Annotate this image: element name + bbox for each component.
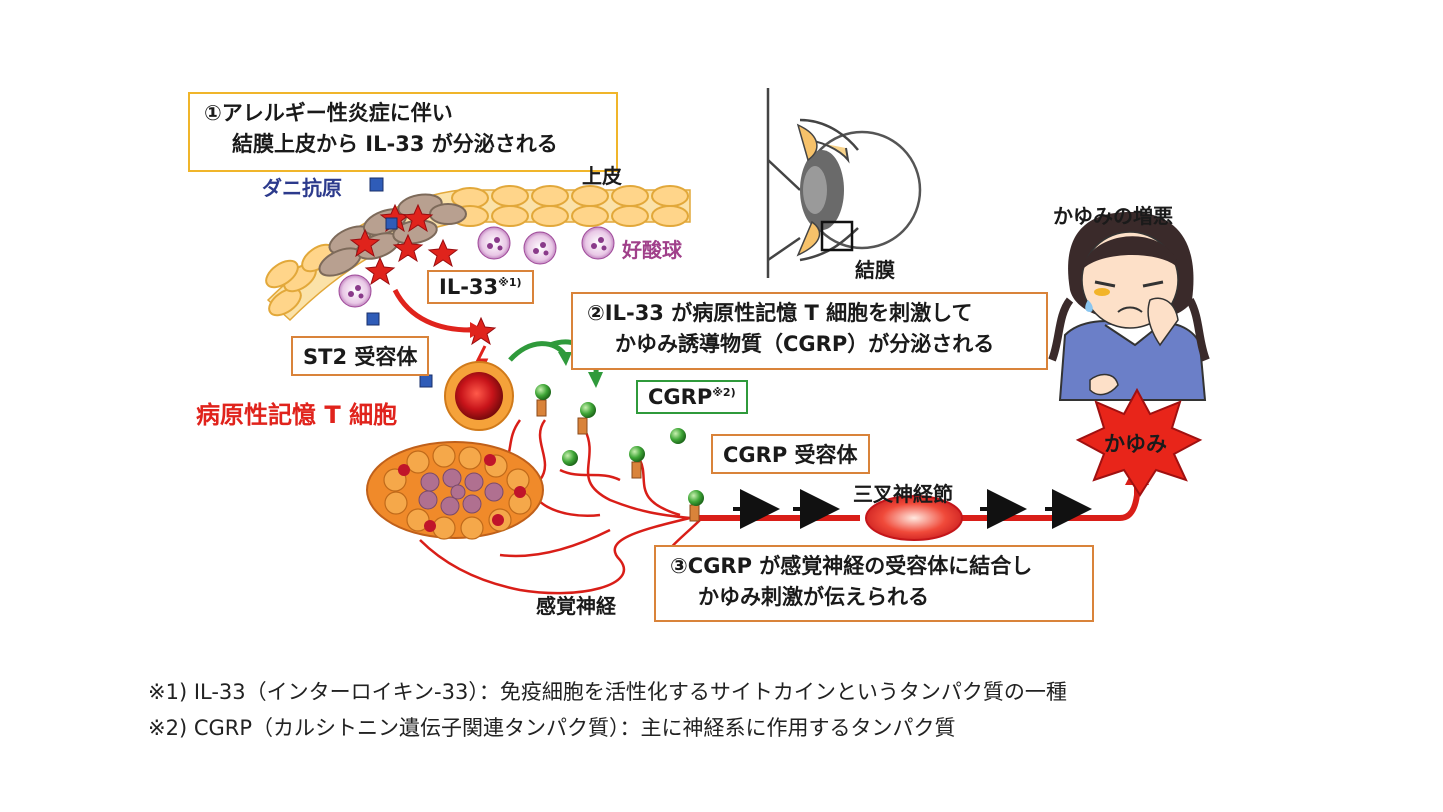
trigeminal-label: 三叉神経節 [853, 482, 953, 506]
il33-tag: IL-33※1) [427, 270, 534, 304]
st2-receptor-label: ST2 受容体 [303, 345, 418, 369]
t-cell-label: 病原性記憶 T 細胞 [196, 401, 398, 429]
cgrp-molecules [535, 384, 704, 522]
cgrp-receptor-tag: CGRP 受容体 [711, 434, 870, 474]
itch-burst [1075, 387, 1203, 497]
eosinophil-label: 好酸球 [622, 238, 682, 262]
step3-line2: かゆみ刺激が伝えられる [698, 585, 929, 609]
eosinophils [338, 226, 615, 308]
step3-box: ③CGRP が感覚神経の受容体に結合し かゆみ刺激が伝えられる [654, 545, 1094, 622]
cgrp-label: CGRP [648, 385, 713, 409]
cgrp-receptor-label: CGRP 受容体 [723, 443, 858, 467]
mite-antigen-squares [366, 177, 433, 388]
epithelium-label: 上皮 [582, 164, 622, 188]
cgrp-tag: CGRP※2) [636, 380, 748, 414]
step2-box: ②IL-33 が病原性記憶 T 細胞を刺激して かゆみ誘導物質（CGRP）が分泌… [571, 292, 1048, 370]
girl-illustration [1048, 212, 1210, 401]
il33-note: ※1) [498, 276, 522, 289]
footnote-2: ※2) CGRP（カルシトニン遺伝子関連タンパク質）：主に神経系に作用するタンパ… [148, 716, 956, 740]
cgrp-note: ※2) [712, 386, 736, 399]
tissue-cluster [366, 441, 544, 540]
step1-box: ①アレルギー性炎症に伴い 結膜上皮から IL-33 が分泌される [188, 92, 618, 172]
t-cell [444, 361, 514, 431]
st2-receptor-tag: ST2 受容体 [291, 336, 430, 376]
footnote-1: ※1) IL-33（インターロイキン-33）：免疫細胞を活性化するサイトカインと… [148, 680, 1067, 704]
step1-line2: 結膜上皮から IL-33 が分泌される [232, 132, 558, 156]
mite-antigen-label: ダニ抗原 [262, 176, 342, 200]
itch-label: かゆみ [1104, 432, 1167, 456]
epithelium-layer [265, 185, 691, 322]
itch-worse-label: かゆみの増悪 [1053, 204, 1173, 228]
sensory-nerve-label: 感覚神経 [536, 594, 616, 618]
step2-line2: かゆみ誘導物質（CGRP）が分泌される [615, 332, 995, 356]
step3-line1: ③CGRP が感覚神経の受容体に結合し [670, 554, 1033, 578]
eye-illustration [766, 88, 922, 278]
il33-label: IL-33 [439, 275, 499, 299]
step2-line1: ②IL-33 が病原性記憶 T 細胞を刺激して [587, 301, 973, 325]
step1-line1: ①アレルギー性炎症に伴い [204, 101, 453, 125]
conjunctiva-label: 結膜 [855, 258, 895, 282]
trigeminal-ganglion [865, 495, 963, 541]
il33-release-arrow [392, 288, 471, 333]
